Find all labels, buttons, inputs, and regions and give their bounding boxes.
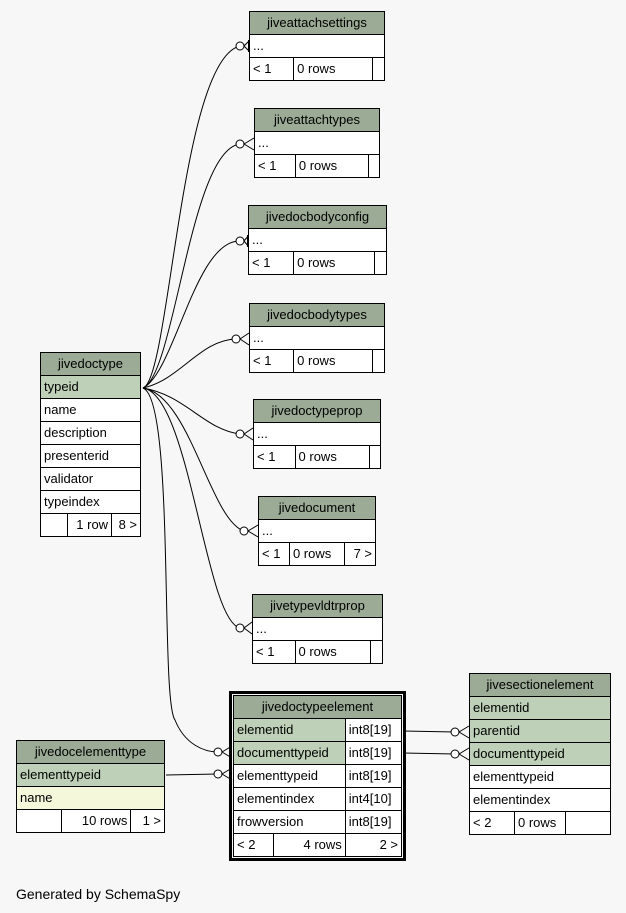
column-elementtypeid[interactable]: elementtypeid <box>233 764 346 788</box>
child-count <box>367 154 381 178</box>
table-title[interactable]: jivedocument <box>258 496 376 520</box>
edge-jivedoctype-jivedoctypeprop <box>142 387 241 435</box>
parent-count <box>16 809 62 833</box>
table-jivedocbodytypes[interactable]: jivedocbodytypes ... < 1 0 rows <box>248 303 386 373</box>
parent-count: < 1 <box>253 445 296 469</box>
parent-count <box>40 513 68 537</box>
edge-jivedoctype-jivedocument <box>142 387 245 532</box>
child-count: 2 > <box>344 833 403 857</box>
row-count: 0 rows <box>294 154 369 178</box>
table-title[interactable]: jivedoctype <box>40 352 141 376</box>
row-count: 10 rows <box>60 809 132 833</box>
edge-jivedoctype-jiveattachsettings <box>142 45 241 389</box>
column-elementtypeid[interactable]: elementtypeid <box>469 765 611 789</box>
child-count <box>373 251 388 275</box>
edge-jivedoctype-jivedocbodytypes <box>142 338 237 389</box>
table-title[interactable]: jiveattachtypes <box>254 108 380 132</box>
child-count: 8 > <box>111 513 141 537</box>
generated-by-footer: Generated by SchemaSpy <box>16 886 181 902</box>
column-elementtypeid[interactable]: elementtypeid <box>16 763 165 787</box>
table-jiveattachsettings[interactable]: jiveattachsettings ... < 1 0 rows <box>248 11 386 81</box>
row-count: 4 rows <box>273 833 346 857</box>
row-count: 1 row <box>66 513 113 537</box>
column-type: int8[19] <box>344 764 403 788</box>
child-count: 7 > <box>344 542 376 566</box>
column-elementindex[interactable]: elementindex <box>469 788 611 812</box>
child-count <box>371 57 386 81</box>
column-elementindex[interactable]: elementindex <box>233 787 346 811</box>
column-elementid[interactable]: elementid <box>233 718 346 742</box>
table-jivedocbodyconfig[interactable]: jivedocbodyconfig ... < 1 0 rows <box>247 205 388 275</box>
table-title[interactable]: jiveattachsettings <box>249 11 385 35</box>
parent-count: < 2 <box>469 811 515 835</box>
table-title[interactable]: jivedoctypeelement <box>233 695 402 719</box>
column-row[interactable]: ... <box>252 617 383 641</box>
column-row[interactable]: ... <box>248 228 387 252</box>
column-row[interactable]: ... <box>249 326 385 350</box>
table-title[interactable]: jivesectionelement <box>469 673 611 697</box>
row-count: 0 rows <box>294 445 370 469</box>
child-count: 1 > <box>130 809 165 833</box>
edge-jivedoctype-jivedoctypeelement <box>142 387 219 753</box>
column-presenterid[interactable]: presenterid <box>40 444 141 468</box>
column-elementid[interactable]: elementid <box>469 696 611 720</box>
table-jivetypevldtrprop[interactable]: jivetypevldtrprop ... < 1 0 rows <box>252 594 383 664</box>
edge-jivedoctype-jivetypevldtrprop <box>142 387 241 629</box>
column-type: int8[19] <box>344 741 403 765</box>
parent-count: < 1 <box>252 640 296 664</box>
edge-jivedocelementtype-jivedoctypeelement <box>165 773 219 776</box>
table-jivedocelementtype[interactable]: jivedocelementtype elementtypeid name 10… <box>16 740 165 833</box>
column-documenttypeid[interactable]: documenttypeid <box>469 742 611 766</box>
row-count: 0 rows <box>293 349 373 373</box>
parent-count: < 1 <box>248 349 295 373</box>
column-frowversion[interactable]: frowversion <box>233 810 346 834</box>
child-count <box>370 640 383 664</box>
table-jivedoctype[interactable]: jivedoctype typeid name description pres… <box>40 352 141 537</box>
column-validator[interactable]: validator <box>40 467 141 491</box>
table-jivedocument[interactable]: jivedocument ... < 1 0 rows 7 > <box>258 496 376 566</box>
table-title[interactable]: jivetypevldtrprop <box>252 594 383 618</box>
table-jiveattachtypes[interactable]: jiveattachtypes ... < 1 0 rows <box>254 108 381 178</box>
table-title[interactable]: jivedocelementtype <box>16 740 165 764</box>
column-row[interactable]: ... <box>254 131 380 155</box>
column-row[interactable]: ... <box>253 422 381 446</box>
column-typeindex[interactable]: typeindex <box>40 490 141 514</box>
edge-jivedoctype-jiveattachtypes <box>142 143 241 389</box>
column-row[interactable]: ... <box>249 34 385 58</box>
table-jivedoctypeprop[interactable]: jivedoctypeprop ... < 1 0 rows <box>253 399 382 469</box>
table-title[interactable]: jivedocbodyconfig <box>248 205 387 229</box>
row-count: 0 rows <box>514 811 566 835</box>
parent-count: < 1 <box>254 154 296 178</box>
column-type: int4[10] <box>344 787 403 811</box>
column-row[interactable]: ... <box>258 519 376 543</box>
table-title[interactable]: jivedocbodytypes <box>249 303 385 327</box>
parent-count: < 1 <box>247 251 295 275</box>
column-name[interactable]: name <box>16 786 165 810</box>
edge-element-section-doctype <box>402 752 456 755</box>
edge-element-section-parent <box>402 730 456 733</box>
column-documenttypeid[interactable]: documenttypeid <box>233 741 346 765</box>
column-type: int8[19] <box>344 810 403 834</box>
column-typeid[interactable]: typeid <box>40 375 141 399</box>
column-type: int8[19] <box>344 718 403 742</box>
child-count <box>368 445 382 469</box>
row-count: 0 rows <box>293 57 373 81</box>
table-jivesectionelement[interactable]: jivesectionelement elementid parentid do… <box>469 673 611 835</box>
edge-jivedoctype-jivedocbodyconfig <box>142 240 241 389</box>
child-count <box>565 811 611 835</box>
parent-count: < 2 <box>232 833 275 857</box>
row-count: 0 rows <box>293 251 375 275</box>
row-count: 0 rows <box>294 640 372 664</box>
row-count: 0 rows <box>288 542 346 566</box>
parent-count: < 1 <box>258 542 290 566</box>
column-description[interactable]: description <box>40 421 141 445</box>
column-parentid[interactable]: parentid <box>469 719 611 743</box>
table-title[interactable]: jivedoctypeprop <box>253 399 381 423</box>
column-name[interactable]: name <box>40 398 141 422</box>
parent-count: < 1 <box>248 57 295 81</box>
child-count <box>371 349 386 373</box>
